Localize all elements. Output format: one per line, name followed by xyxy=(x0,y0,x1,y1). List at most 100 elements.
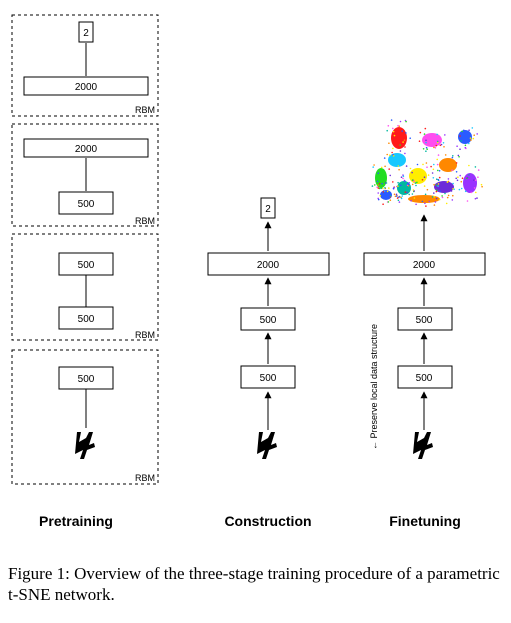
scatter-point xyxy=(391,151,393,154)
scatter-point xyxy=(433,163,435,166)
scatter-point xyxy=(444,192,446,195)
scatter-point xyxy=(477,169,480,171)
scatter-point xyxy=(401,130,404,132)
scatter-point xyxy=(421,200,424,203)
rbm4-top-layer xyxy=(58,366,114,390)
scatter-cluster xyxy=(391,127,407,149)
scatter-point xyxy=(408,182,411,184)
scatter-point xyxy=(476,197,478,199)
scatter-point xyxy=(433,195,436,198)
scatter-point xyxy=(464,190,467,193)
scatter-point xyxy=(395,193,398,196)
rbm1-top-label: 2 xyxy=(83,28,89,39)
scatter-point xyxy=(405,120,407,123)
scatter-point xyxy=(393,134,396,137)
scatter-point xyxy=(397,165,400,167)
scatter-point xyxy=(400,197,403,200)
scatter-point xyxy=(403,179,406,182)
scatter-point xyxy=(410,200,412,202)
scatter-point xyxy=(466,177,468,180)
scatter-point xyxy=(464,146,467,149)
scatter-point xyxy=(435,197,438,200)
rbm2-bottom-label: 500 xyxy=(78,199,95,210)
scatter-point xyxy=(392,142,395,144)
scatter-point xyxy=(411,179,414,181)
scatter-point xyxy=(436,141,439,144)
preserve-structure-label: ← Preserve local data structure xyxy=(369,324,379,450)
scatter-point xyxy=(432,168,435,171)
scatter-point xyxy=(435,184,438,186)
scatter-point xyxy=(433,183,435,186)
scatter-point xyxy=(411,171,413,174)
scatter-point xyxy=(476,133,479,135)
scatter-point xyxy=(474,179,477,181)
rbm1-top-unit xyxy=(78,21,94,43)
scatter-point xyxy=(392,181,394,183)
scatter-point xyxy=(387,125,390,127)
scatter-point xyxy=(409,167,412,170)
scatter-point xyxy=(416,163,419,166)
scatter-point xyxy=(419,131,422,134)
scatter-point xyxy=(451,156,454,159)
scatter-point xyxy=(384,165,386,168)
scatter-point xyxy=(474,166,477,168)
rbm-block-2: 2000 500 RBM xyxy=(11,123,159,227)
scatter-point xyxy=(452,182,454,185)
scatter-point xyxy=(423,185,426,187)
scatter-point xyxy=(395,195,398,197)
scatter-point xyxy=(397,199,400,202)
scatter-point xyxy=(437,183,440,185)
rbm-block-4: 500 RBM xyxy=(11,349,159,485)
scatter-point xyxy=(377,172,380,174)
scatter-point xyxy=(415,203,417,206)
construction-layer-label: 500 xyxy=(260,373,277,384)
rbm2-bottom-layer xyxy=(58,191,114,215)
scatter-point xyxy=(424,127,427,130)
scatter-point xyxy=(381,182,384,185)
scatter-point xyxy=(458,156,460,158)
scatter-point xyxy=(475,191,477,194)
scatter-point xyxy=(432,177,435,179)
finetuning-layer-500b xyxy=(397,365,453,389)
scatter-point xyxy=(426,148,429,150)
scatter-point xyxy=(383,157,386,159)
scatter-point xyxy=(404,191,407,193)
scatter-point xyxy=(433,204,436,206)
scatter-point xyxy=(382,203,384,205)
finetuning-network: 2000 500 500 ← Preserve local data struc… xyxy=(363,119,486,459)
scatter-point xyxy=(389,199,392,201)
rbm1-tag: RBM xyxy=(135,105,155,115)
scatter-point xyxy=(397,124,399,127)
scatter-point xyxy=(392,130,395,133)
scatter-point xyxy=(446,196,449,199)
scatter-point xyxy=(411,183,414,186)
scatter-point xyxy=(402,175,405,177)
digit-image-icon xyxy=(413,432,433,459)
scatter-point xyxy=(457,176,459,178)
scatter-point xyxy=(382,191,385,193)
rbm3-top-layer xyxy=(58,252,114,276)
construction-layer-label: 500 xyxy=(260,315,277,326)
scatter-point xyxy=(398,196,400,198)
scatter-point xyxy=(473,187,476,189)
scatter-point xyxy=(407,185,410,187)
rbm3-top-label: 500 xyxy=(78,260,95,271)
scatter-point xyxy=(402,141,404,143)
scatter-point xyxy=(389,174,392,177)
scatter-point xyxy=(378,187,381,190)
scatter-point xyxy=(433,146,435,149)
scatter-point xyxy=(422,148,425,150)
scatter-point xyxy=(472,137,475,140)
scatter-cluster xyxy=(388,153,406,167)
scatter-point xyxy=(386,129,389,132)
scatter-point xyxy=(405,132,407,134)
digit-image-icon xyxy=(75,432,95,459)
scatter-point xyxy=(459,148,461,150)
scatter-point xyxy=(433,192,435,194)
scatter-point xyxy=(402,177,404,180)
scatter-point xyxy=(400,176,403,178)
scatter-point xyxy=(464,144,467,147)
scatter-point xyxy=(430,165,432,168)
scatter-point xyxy=(438,170,441,172)
scatter-point xyxy=(377,184,379,186)
